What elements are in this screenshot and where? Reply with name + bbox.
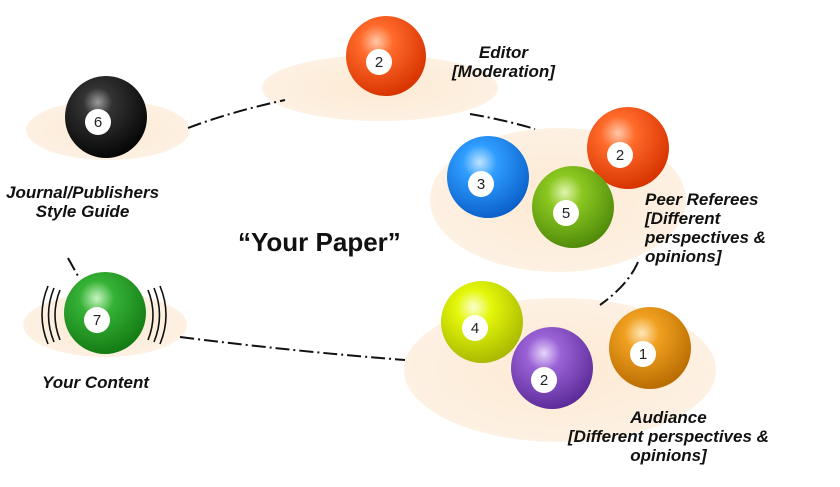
ball-number: 2 [540, 372, 548, 389]
ball-number: 2 [375, 54, 383, 71]
ball-number: 6 [94, 114, 102, 131]
ball-journal: 6 [65, 76, 147, 158]
ball-number: 1 [639, 346, 647, 363]
ball-number: 7 [93, 312, 101, 329]
ball-audience-yellow: 4 [441, 281, 523, 363]
ball-number: 4 [471, 320, 479, 337]
ball-peer-orange: 2 [587, 107, 669, 189]
vibration-marks [41, 285, 167, 345]
connector-journal-editor [187, 99, 286, 129]
ball-number: 5 [562, 205, 570, 222]
connector-content-journal [67, 257, 79, 277]
connector-editor-peer [469, 113, 536, 130]
ball-editor: 2 [346, 16, 426, 96]
connector-lines [67, 99, 639, 361]
peer-referees-label: Peer Referees [Different perspectives & … [645, 190, 766, 266]
ball-number: 3 [477, 176, 485, 193]
ball-peer-green: 5 [532, 166, 614, 248]
ball-audience-purple: 2 [511, 327, 593, 409]
ball-peer-blue: 3 [447, 136, 529, 218]
ball-content: 7 [64, 272, 146, 354]
audience-label: Audiance [Different perspectives & opini… [568, 408, 769, 465]
editor-label: Editor [Moderation] [452, 43, 555, 81]
purple-ball-icon [511, 327, 593, 409]
your-content-label: Your Content [42, 373, 150, 392]
connector-peer-audience [599, 261, 639, 306]
connector-audience-content [179, 336, 406, 361]
ball-number: 2 [616, 147, 624, 164]
journal-label: Journal/Publishers Style Guide [6, 183, 160, 221]
ball-audience-amber: 1 [609, 307, 691, 389]
center-title: “Your Paper” [238, 227, 401, 257]
